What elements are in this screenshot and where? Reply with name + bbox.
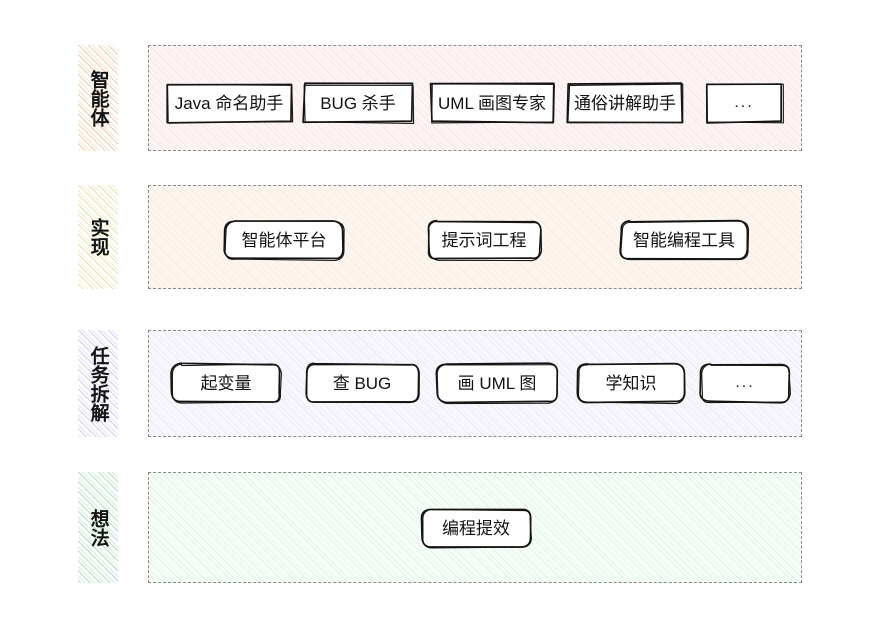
row-band-agent: Java 命名助手 BUG 杀手 UML 画图专家 通俗讲解助手... (148, 45, 802, 151)
node-label: 通俗讲解助手 (574, 93, 676, 113)
node-box[interactable]: 智能编程工具 (619, 219, 750, 261)
node-box[interactable]: 通俗讲解助手 (566, 82, 684, 124)
row-label-text: 智能体 (87, 69, 110, 127)
node-label: ... (734, 94, 754, 111)
node-label: UML 画图专家 (438, 93, 546, 113)
row-label-text: 想法 (87, 508, 110, 547)
node-box[interactable]: 学知识 (576, 362, 686, 405)
node-label: 智能编程工具 (633, 230, 735, 250)
row-label-agent: 智能体 (78, 45, 118, 151)
row-label-text: 实现 (87, 218, 110, 256)
node-box[interactable]: 编程提效 (420, 508, 532, 549)
node-box[interactable]: Java 命名助手 (166, 83, 294, 124)
row-node-container: Java 命名助手 BUG 杀手 UML 画图专家 通俗讲解助手... (149, 46, 801, 150)
row-label-idea: 想法 (78, 472, 118, 583)
node-label: 智能体平台 (241, 230, 327, 250)
row-band-task-breakdown: 起变量 查 BUG 画 UML 图 学知识... (148, 330, 802, 437)
row-band-implementation: 智能体平台 提示词工程 智能编程工具 (148, 185, 802, 289)
node-box[interactable]: 画 UML 图 (435, 362, 559, 405)
row-node-container: 起变量 查 BUG 画 UML 图 学知识... (149, 331, 801, 436)
row-label-implementation: 实现 (78, 185, 118, 289)
row-label-text: 任务拆解 (87, 345, 110, 422)
node-label: 查 BUG (332, 373, 392, 393)
node-box[interactable]: 提示词工程 (427, 219, 543, 262)
node-label: BUG 杀手 (320, 93, 396, 113)
row-band-idea: 编程提效 (148, 472, 802, 583)
node-box[interactable]: 智能体平台 (223, 220, 345, 262)
node-box[interactable]: BUG 杀手 (302, 82, 415, 124)
row-node-container: 编程提效 (149, 473, 801, 582)
node-box[interactable]: 起变量 (170, 362, 282, 404)
node-label: 画 UML 图 (457, 373, 537, 393)
row-label-task-breakdown: 任务拆解 (78, 330, 118, 437)
node-box[interactable]: UML 画图专家 (429, 82, 555, 124)
node-box[interactable]: ... (699, 363, 791, 404)
node-label: 起变量 (200, 373, 252, 393)
node-box[interactable]: ... (705, 83, 784, 124)
node-label: ... (735, 374, 755, 391)
node-label: 提示词工程 (441, 230, 527, 250)
node-label: 编程提效 (442, 518, 510, 538)
node-label: 学知识 (605, 373, 657, 393)
node-label: Java 命名助手 (174, 93, 284, 113)
node-box[interactable]: 查 BUG (305, 362, 420, 404)
row-node-container: 智能体平台 提示词工程 智能编程工具 (149, 186, 801, 288)
